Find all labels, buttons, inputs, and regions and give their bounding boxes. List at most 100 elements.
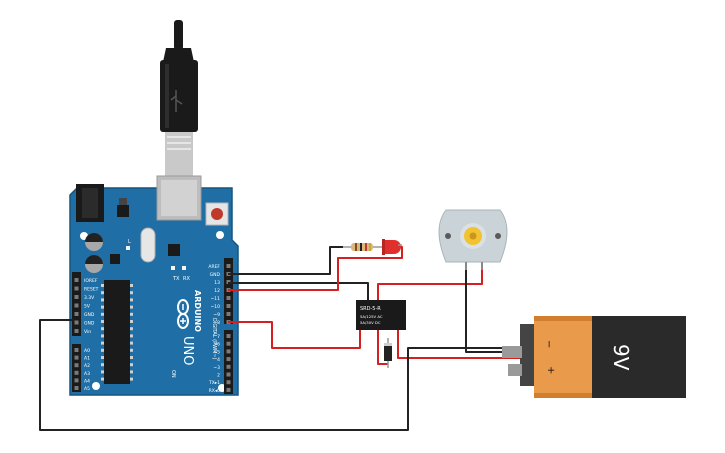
analog-pin-label: A0	[84, 348, 90, 354]
power-pin-label: GND	[84, 321, 95, 327]
on-label: ON	[170, 370, 176, 378]
digital-pin-label: ~5	[213, 349, 220, 355]
relay-module[interactable]: SRD-5-R 5A/125V AC 5A/30V DC	[356, 300, 406, 330]
analog-pin[interactable]	[74, 348, 79, 352]
chip-leg	[130, 291, 133, 295]
small-chip	[110, 254, 120, 264]
power-pin[interactable]	[74, 295, 79, 299]
chip-leg	[101, 312, 104, 316]
usb-cable-icon[interactable]	[160, 20, 198, 176]
wire-pin12-relay[interactable]	[228, 282, 369, 303]
digital-pin-label: ~6	[213, 342, 220, 348]
crystal-oscillator	[140, 227, 156, 263]
chip-leg	[101, 284, 104, 287]
digital-pin-label: 7	[217, 334, 220, 340]
power-pin-label: RESET	[84, 287, 99, 293]
chip-leg	[130, 341, 133, 345]
digital-pin[interactable]	[226, 304, 231, 308]
analog-header[interactable]	[72, 344, 81, 392]
battery-terminal-minus[interactable]	[502, 346, 522, 358]
power-pin[interactable]	[74, 278, 79, 282]
wire-motor-battery[interactable]	[465, 270, 522, 353]
chip-leg	[130, 312, 133, 316]
arduino-logo-icon	[177, 299, 189, 329]
analog-pin[interactable]	[74, 355, 79, 360]
analog-pin[interactable]	[74, 370, 79, 375]
rx-label: RX	[183, 276, 190, 282]
arduino-brand: ARDUINO	[193, 290, 202, 332]
power-pin-label: 5V	[84, 304, 91, 310]
battery-terminal-plus[interactable]	[508, 364, 522, 376]
chip-leg	[101, 370, 104, 374]
battery-9v[interactable]: − + 9V	[502, 316, 686, 398]
digital-pin[interactable]	[226, 341, 231, 346]
led-icon[interactable]	[382, 239, 402, 255]
chip-leg	[130, 348, 133, 352]
wire-pin8-relay[interactable]	[228, 321, 361, 349]
digital-pin[interactable]	[226, 296, 231, 300]
chip-leg	[130, 334, 133, 338]
chip-leg	[130, 356, 133, 359]
chip-leg	[101, 291, 104, 295]
resistor-icon[interactable]	[343, 243, 384, 251]
arduino-model: UNO	[180, 336, 195, 365]
relay-model: SRD-5-R	[360, 306, 381, 312]
power-pin[interactable]	[74, 320, 79, 325]
reset-button[interactable]	[205, 202, 229, 226]
relay-rating-ac: 5A/125V AC	[360, 314, 383, 319]
digital-pin-label: AREF	[208, 264, 220, 270]
power-pin-label: Vin	[84, 329, 91, 335]
digital-pin[interactable]	[226, 312, 231, 316]
battery-voltage-label: 9V	[609, 344, 633, 371]
analog-pin[interactable]	[74, 386, 79, 390]
chip-leg	[101, 341, 104, 345]
digital-pin[interactable]	[226, 334, 231, 338]
power-pin-label: 3.3V	[84, 295, 95, 301]
power-pin-label: GND	[84, 312, 95, 318]
wire-relay-diode[interactable]	[377, 330, 388, 365]
chip-leg	[130, 305, 133, 309]
power-pin-label: IOREF	[84, 278, 98, 284]
digital-header-bottom[interactable]	[224, 330, 233, 394]
battery-minus-label: −	[543, 340, 554, 348]
wire-relay-battery[interactable]	[397, 330, 522, 359]
digital-label: DIGITAL (PWM~)	[211, 318, 217, 360]
wire-gnd-resistor[interactable]	[228, 246, 343, 275]
digital-pin[interactable]	[226, 372, 231, 377]
power-pin[interactable]	[74, 303, 79, 308]
digital-pin[interactable]	[226, 264, 231, 268]
chip-leg	[130, 320, 133, 323]
digital-pin[interactable]	[226, 349, 231, 354]
digital-pin[interactable]	[226, 387, 231, 392]
digital-pin[interactable]	[226, 357, 231, 362]
digital-pin-label: RX◂0	[209, 388, 220, 394]
analog-pin-label: A1	[84, 356, 90, 362]
analog-label: ANALOG IN	[60, 357, 66, 382]
power-pin[interactable]	[74, 286, 79, 291]
arduino-uno-board[interactable]: TX RX L ARDUINO UNO ON IOREFRESET3.3V5VG…	[60, 175, 239, 396]
wires	[39, 246, 522, 431]
wire-led-pin13[interactable]	[228, 246, 403, 291]
wire-battery-gnd[interactable]	[39, 319, 522, 431]
analog-pin[interactable]	[74, 363, 79, 368]
chip-leg	[101, 356, 104, 359]
analog-pin[interactable]	[74, 378, 79, 383]
atmega-chip	[104, 280, 130, 384]
digital-pin-label: 8	[217, 320, 220, 326]
digital-pin-label: ~9	[213, 312, 220, 318]
dc-motor-icon[interactable]	[438, 209, 508, 270]
mounting-hole	[92, 382, 100, 390]
wire-relay-motor[interactable]	[377, 270, 483, 300]
power-pin[interactable]	[74, 312, 79, 316]
digital-pin-label: GND	[210, 272, 221, 278]
digital-pin-label: 2	[217, 373, 220, 379]
analog-pin-label: A5	[84, 386, 90, 392]
l-label: L	[128, 239, 131, 245]
power-pin[interactable]	[74, 329, 79, 333]
diode-icon[interactable]	[384, 338, 392, 368]
digital-pin[interactable]	[226, 364, 231, 369]
digital-pin-label: 12	[214, 288, 220, 294]
chip-leg	[101, 363, 104, 367]
digital-pin[interactable]	[226, 380, 231, 385]
